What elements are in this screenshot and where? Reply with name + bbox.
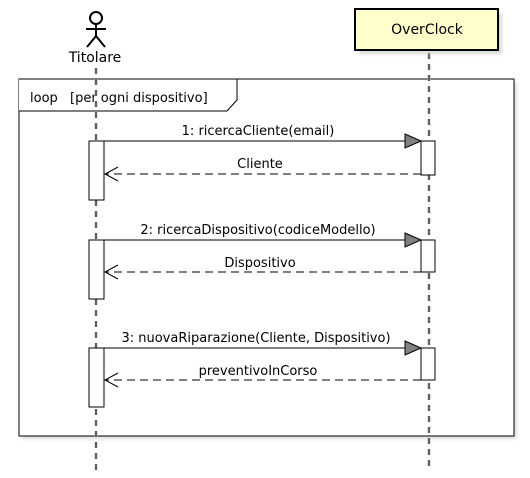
call-label-1: 1: ricercaCliente(email) (182, 124, 335, 139)
message-group-3: 3: nuovaRiparazione(Cliente, Dispositivo… (88, 331, 436, 408)
loop-fragment-tab (19, 78, 238, 112)
overclock-participant: OverClock (354, 8, 502, 54)
message-group-1: 1: ricercaCliente(email) Cliente (88, 124, 436, 201)
actor-name: Titolare (68, 50, 122, 66)
reply-arrowhead-3 (103, 372, 119, 388)
reply-arrowhead-2 (103, 264, 119, 280)
reply-label-1: Cliente (237, 157, 283, 172)
system-name: OverClock (391, 22, 464, 38)
message-group-2: 2: ricercaDispositivo(codiceModello) Dis… (88, 223, 436, 300)
call-label-2: 2: ricercaDispositivo(codiceModello) (140, 223, 375, 238)
reply-arrowhead-1 (103, 166, 119, 182)
loop-operator: loop (30, 91, 58, 106)
reply-label-2: Dispositivo (224, 256, 295, 271)
loop-guard: [per ogni dispositivo] (70, 91, 208, 106)
titolare-actor: Titolare (68, 11, 122, 66)
stick-figure-icon (86, 11, 106, 48)
system-activation-3 (420, 347, 436, 381)
system-activation-1 (420, 140, 436, 176)
call-arrowhead-2 (404, 232, 423, 248)
call-label-3: 3: nuovaRiparazione(Cliente, Dispositivo… (121, 331, 390, 346)
actor-activation-1 (88, 140, 105, 201)
call-arrowhead-3 (404, 340, 423, 356)
actor-activation-2 (88, 239, 105, 300)
call-arrowhead-1 (404, 133, 423, 149)
actor-activation-3 (88, 347, 105, 408)
system-activation-2 (420, 239, 436, 273)
reply-label-3: preventivoInCorso (199, 364, 318, 379)
